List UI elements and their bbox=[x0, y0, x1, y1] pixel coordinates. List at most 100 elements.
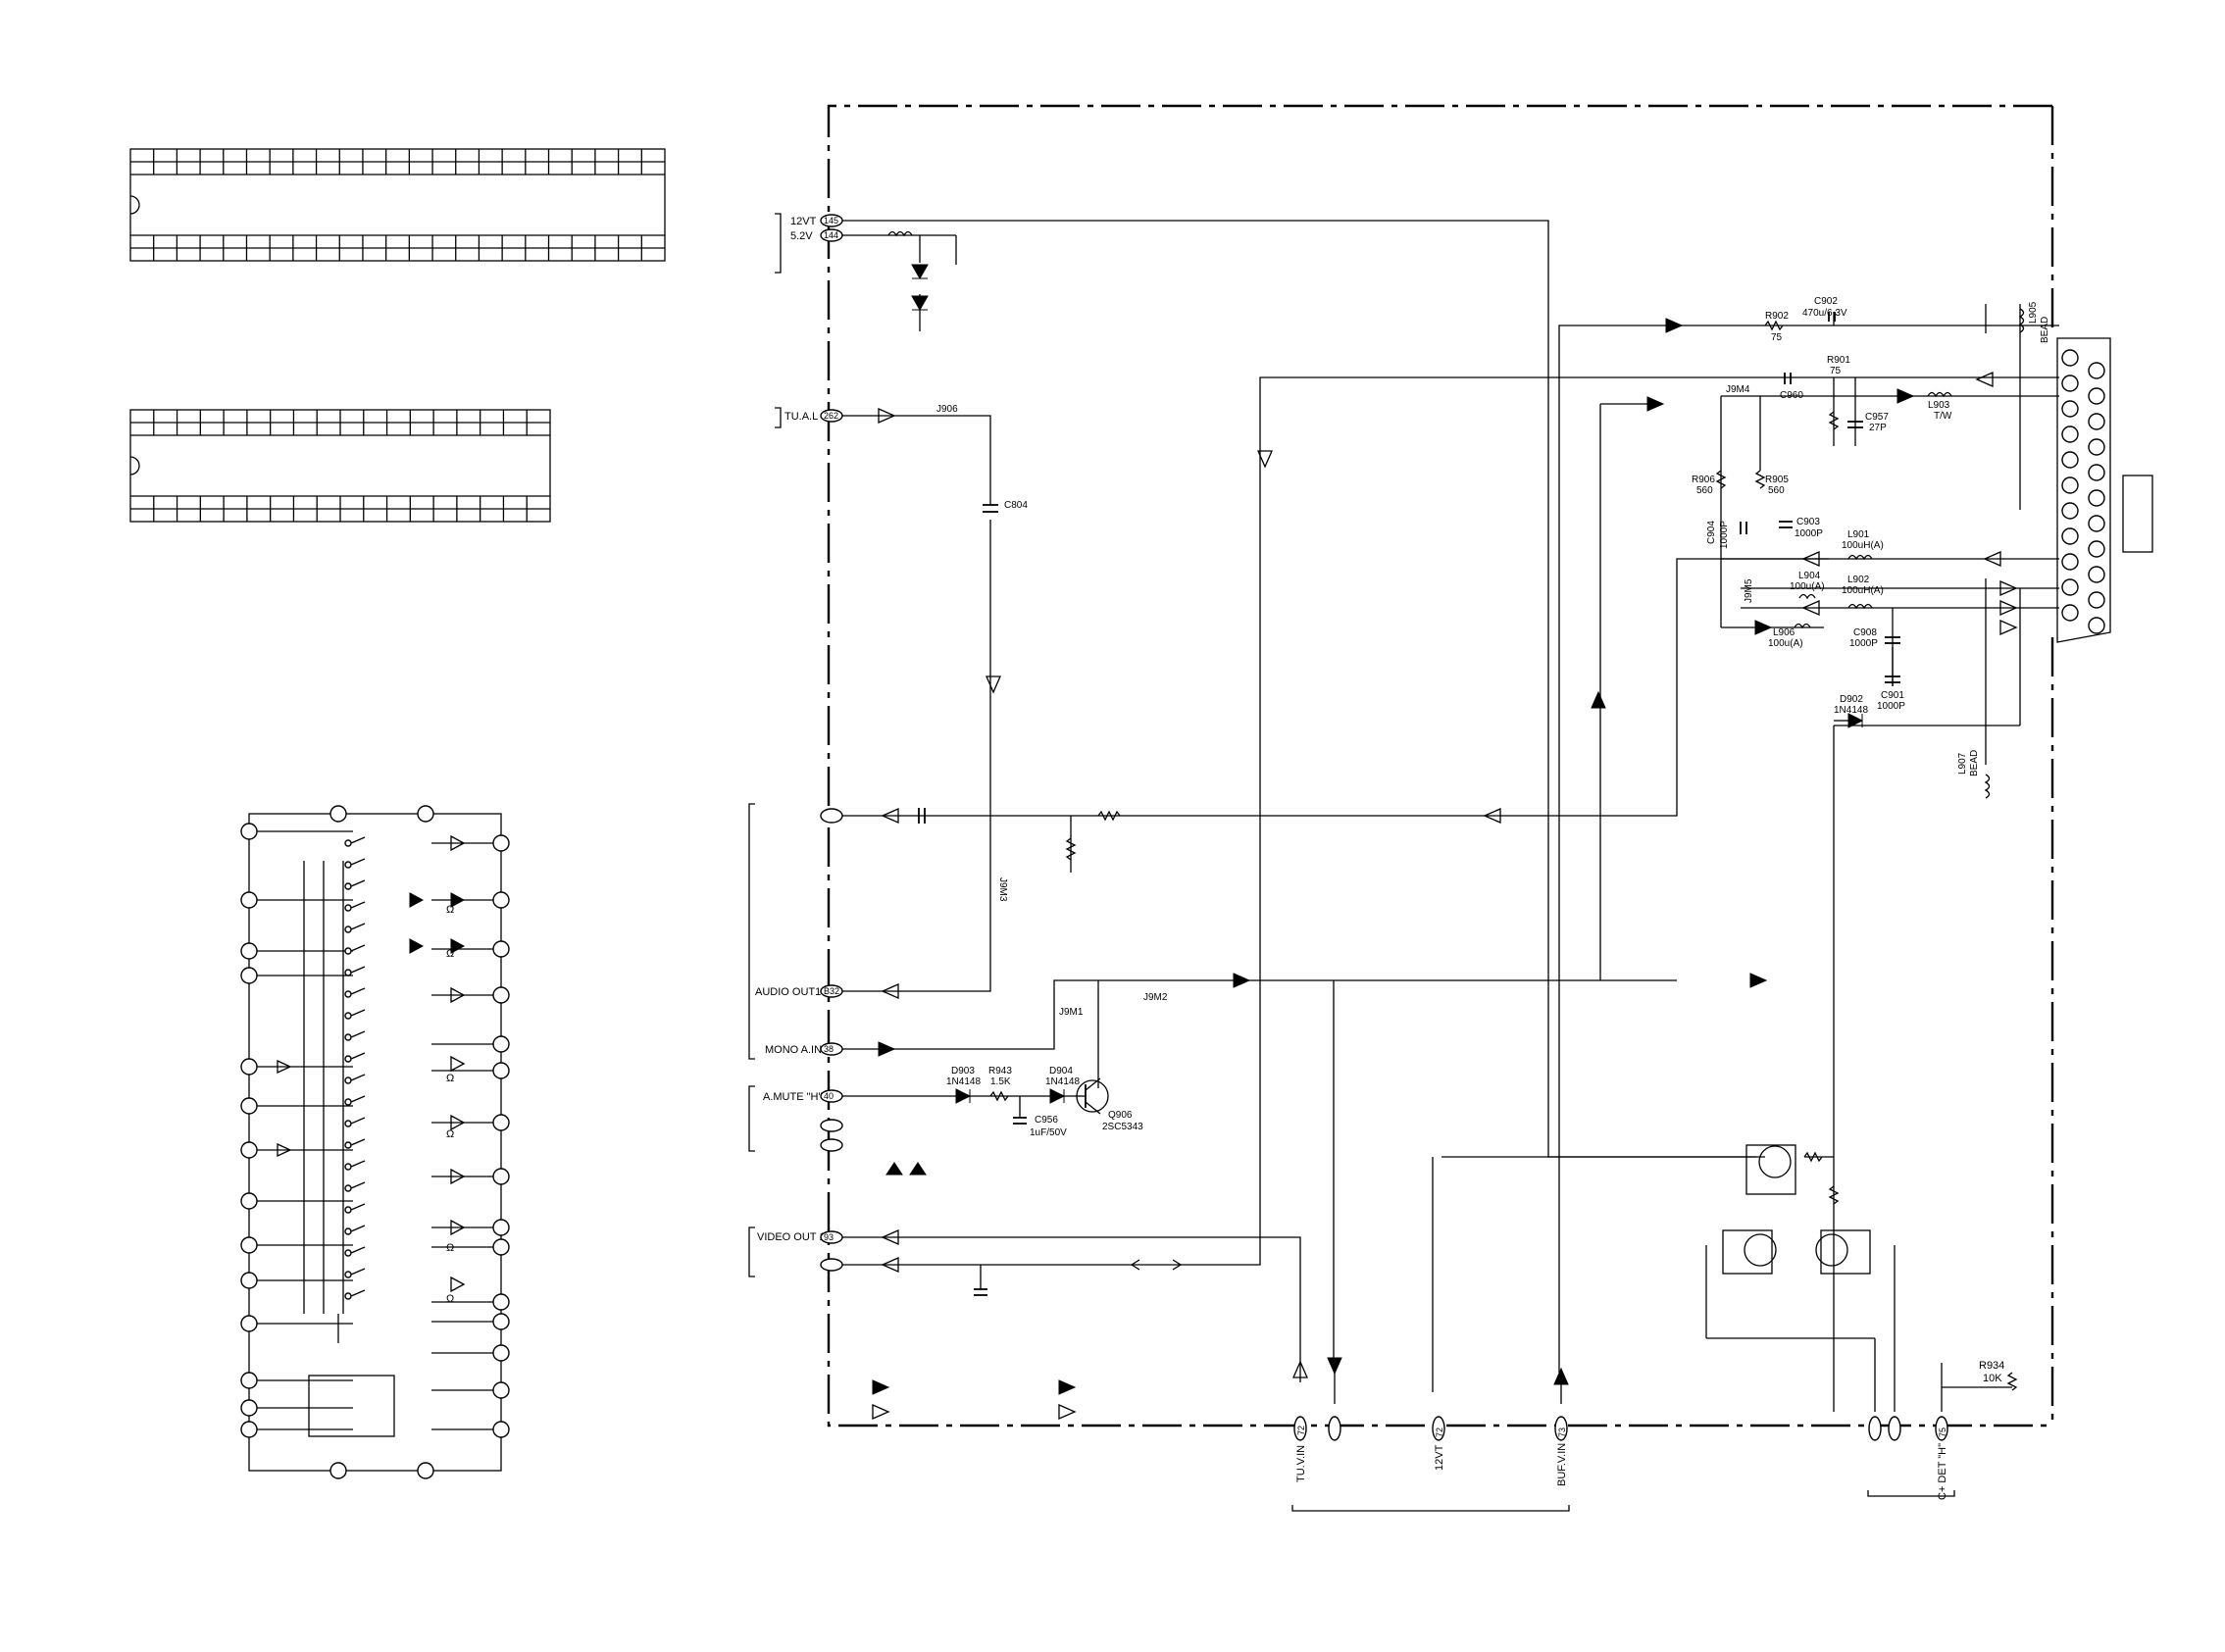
signal-arrow bbox=[1292, 1360, 1308, 1378]
omega-symbol-3: Ω bbox=[446, 1073, 454, 1084]
left-connector-audio: AUDIO OUT1 B32 MONO A.IN 38 bbox=[748, 803, 843, 1060]
label-q906: Q906 bbox=[1108, 1110, 1133, 1121]
label-d904-val: 1N4148 bbox=[1045, 1076, 1080, 1087]
label-r906: R906 bbox=[1692, 475, 1715, 485]
label-r901-val: 75 bbox=[1830, 366, 1842, 376]
label-l902-val: 100uH(A) bbox=[1842, 585, 1884, 596]
label-c908: C908 bbox=[1853, 627, 1877, 638]
label-d903: D903 bbox=[951, 1066, 975, 1076]
signal-arrow bbox=[1058, 1404, 1077, 1420]
signal-arrow bbox=[986, 676, 1001, 694]
ic-buffer-triangle bbox=[450, 834, 466, 852]
left-connector-tual: TU.A.L 262 bbox=[775, 407, 843, 428]
label-j9m4: J9M4 bbox=[1726, 384, 1750, 395]
signal-arrow bbox=[1553, 1367, 1569, 1385]
ic-left-pin bbox=[240, 967, 258, 984]
ic-left-pin bbox=[240, 1421, 258, 1438]
label-r901: R901 bbox=[1827, 355, 1850, 366]
ic-control-block bbox=[308, 1375, 395, 1437]
ic-buffer-triangle bbox=[450, 1114, 466, 1131]
left-connector-video: VIDEO OUT 1 93 bbox=[748, 1226, 843, 1277]
ic-right-pin bbox=[492, 1168, 510, 1185]
ic-buffer-triangle bbox=[450, 1219, 466, 1236]
label-d904: D904 bbox=[1049, 1066, 1073, 1076]
label-c904-val: 1000P bbox=[1719, 521, 1730, 549]
signal-arrow bbox=[1749, 973, 1768, 988]
label-c903-val: 1000P bbox=[1795, 528, 1823, 539]
scart-pin bbox=[2061, 527, 2079, 545]
label-c956: C956 bbox=[1035, 1115, 1058, 1126]
label-l907-val: BEAD bbox=[1969, 750, 1980, 776]
ic-left-pin bbox=[240, 1372, 258, 1389]
ic-buffer-triangle bbox=[450, 1276, 466, 1293]
ic-left-pin bbox=[240, 1272, 258, 1289]
ic-input-triangle bbox=[277, 1142, 292, 1158]
label-l903: L903 bbox=[1928, 400, 1950, 411]
label-5v2: 5.2V bbox=[790, 230, 813, 242]
pin-40: 40 bbox=[824, 1091, 834, 1101]
ic-right-pin bbox=[492, 986, 510, 1004]
ic-right-pin bbox=[492, 891, 510, 909]
label-l902: L902 bbox=[1847, 575, 1870, 585]
label-l905: L905 bbox=[2028, 301, 2039, 324]
signal-arrow bbox=[1754, 620, 1773, 635]
label-12vt-bottom: 12VT bbox=[1434, 1444, 1445, 1471]
ic-left-pin bbox=[240, 823, 258, 840]
pin-73: 73 bbox=[1557, 1427, 1567, 1437]
component-glyphs bbox=[885, 230, 2025, 1391]
label-l904: L904 bbox=[1798, 571, 1821, 581]
pin-75: 75 bbox=[1938, 1427, 1947, 1437]
component-labels: J906 C804 J9M3 J9M1 J9M2 D903 1N4148 R94… bbox=[936, 296, 2050, 1384]
signal-arrow bbox=[1801, 551, 1820, 567]
ic-left-pin bbox=[240, 1315, 258, 1332]
label-l906: L906 bbox=[1773, 627, 1795, 638]
scart-pin bbox=[2088, 617, 2105, 634]
ic-right-pin bbox=[492, 834, 510, 852]
label-j9m1: J9M1 bbox=[1059, 1007, 1084, 1018]
signal-arrow bbox=[1801, 600, 1820, 616]
omega-symbol-1: Ω bbox=[446, 904, 454, 916]
label-c904: C904 bbox=[1706, 521, 1717, 544]
scart-pin bbox=[2061, 349, 2079, 367]
ic-left-pin bbox=[240, 1399, 258, 1417]
ic-buffer-triangle bbox=[450, 1055, 466, 1073]
label-r902-val: 75 bbox=[1771, 332, 1783, 343]
signal-arrow bbox=[1999, 600, 2018, 616]
scart-pin bbox=[2061, 476, 2079, 494]
label-r906-val: 560 bbox=[1696, 485, 1713, 496]
label-j9m5: J9M5 bbox=[1744, 578, 1754, 603]
signal-arrow bbox=[881, 1229, 899, 1245]
signal-arrow bbox=[872, 1379, 890, 1395]
ic-left-pin bbox=[240, 1236, 258, 1254]
pin-145: 145 bbox=[824, 216, 838, 225]
ic-input-triangle bbox=[277, 1059, 292, 1075]
pin-93: 93 bbox=[824, 1232, 834, 1242]
signal-arrow bbox=[1646, 396, 1665, 412]
signal-arrow bbox=[881, 983, 899, 999]
ic-right-pin bbox=[492, 940, 510, 958]
label-l904-val: 100u(A) bbox=[1790, 581, 1825, 592]
signal-arrow bbox=[1327, 1357, 1342, 1376]
ic-right-pin bbox=[492, 1062, 510, 1079]
signal-arrow bbox=[878, 408, 896, 424]
omega-symbol-5: Ω bbox=[446, 1242, 454, 1254]
label-c957-val: 27P bbox=[1869, 423, 1887, 433]
ic-buffer-triangle bbox=[450, 938, 466, 954]
scart-pin bbox=[2088, 438, 2105, 456]
label-d903-val: 1N4148 bbox=[946, 1076, 981, 1087]
left-connector-power: 12VT 145 5.2V 144 bbox=[775, 213, 843, 274]
scart-pin bbox=[2088, 591, 2105, 609]
label-c901-val: 1000P bbox=[1877, 701, 1905, 712]
label-r902: R902 bbox=[1765, 311, 1789, 322]
signal-arrow bbox=[1058, 1379, 1077, 1395]
scart-pin bbox=[2061, 400, 2079, 418]
label-d902-val: 1N4148 bbox=[1834, 705, 1868, 716]
pin-262: 262 bbox=[824, 411, 838, 421]
label-r905-val: 560 bbox=[1768, 485, 1785, 496]
label-c960: C960 bbox=[1780, 390, 1803, 401]
label-tu-al: TU.A.L bbox=[784, 411, 818, 423]
label-r943: R943 bbox=[988, 1066, 1012, 1076]
label-amute: A.MUTE "H" bbox=[763, 1091, 822, 1103]
label-12vt: 12VT bbox=[790, 216, 817, 227]
